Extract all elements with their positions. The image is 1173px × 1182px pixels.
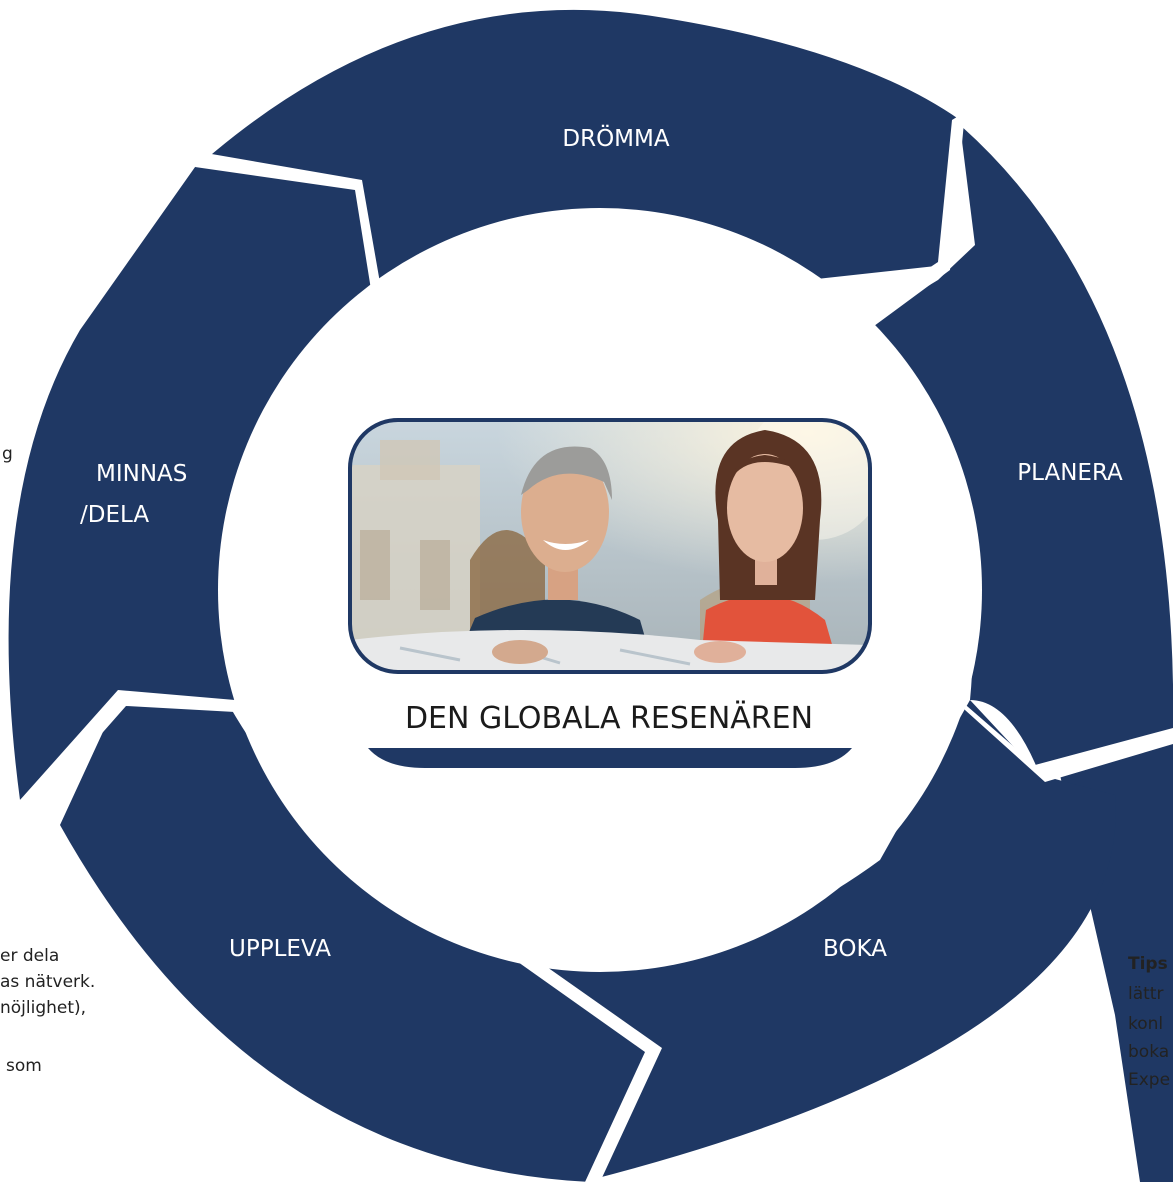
- gap-top-left: [195, 152, 383, 302]
- right-text-line-3: konl: [1128, 1014, 1164, 1034]
- left-text-fragment: g: [2, 444, 13, 464]
- center-title-band: [368, 748, 852, 768]
- gap-right: [960, 700, 1173, 782]
- stage-uppleva-label: UPPLEVA: [229, 936, 331, 962]
- segment-uppleva: [60, 695, 650, 1182]
- center-photo: [348, 418, 872, 674]
- stage-minnas-label-2: /DELA: [80, 502, 149, 528]
- segment-boka: [525, 700, 1116, 1180]
- left-text-line-1: er dela: [0, 946, 60, 966]
- right-text-line-4: boka: [1128, 1042, 1170, 1062]
- segment-dromma: [205, 9, 960, 295]
- left-text-line-2: as nätverk.: [0, 972, 96, 992]
- right-text-line-2: lättr: [1128, 984, 1164, 1004]
- left-text-line-3: nöjlighet),: [0, 998, 87, 1018]
- right-text-line-1: Tips: [1128, 954, 1168, 974]
- stage-dromma-label: DRÖMMA: [562, 124, 669, 152]
- gap-bottom: [518, 948, 662, 1182]
- segment-minnas: [8, 160, 378, 800]
- stage-boka-label: BOKA: [823, 936, 887, 962]
- left-text-line-4: som: [6, 1056, 42, 1076]
- stage-planera-label: PLANERA: [1017, 460, 1123, 486]
- center-title: DEN GLOBALA RESENÄREN: [405, 700, 813, 736]
- right-text-line-5: Expe: [1128, 1070, 1171, 1090]
- segment-planera: [855, 125, 1173, 1182]
- gap-left: [20, 690, 235, 815]
- stage-minnas-label-1: MINNAS: [96, 461, 187, 487]
